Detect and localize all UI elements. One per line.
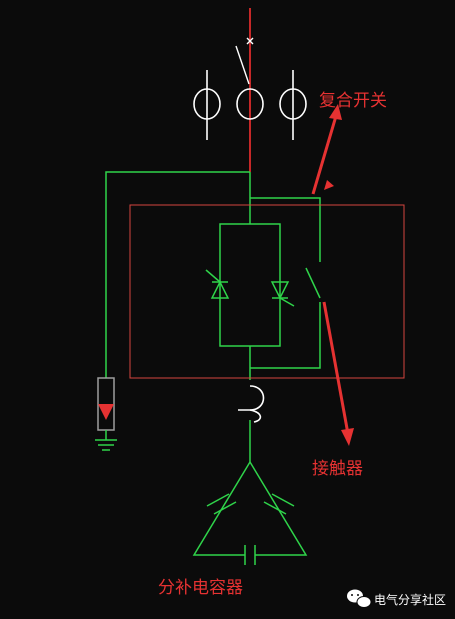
label-capacitor: 分补电容器 [158, 578, 243, 598]
composite-switch-pointer [324, 180, 334, 190]
current-transformers [193, 70, 307, 140]
label-composite-switch: 复合开关 [319, 91, 387, 111]
wechat-icon [347, 589, 372, 608]
thyristor-left [205, 269, 230, 299]
reactor [238, 385, 265, 423]
bypass-wiring [250, 197, 321, 369]
thyristor-bridge [219, 220, 281, 380]
thyristor-right [270, 281, 295, 307]
disconnect-switch [235, 37, 254, 85]
composite-switch-arrow [311, 104, 342, 195]
label-contactor: 接触器 [312, 459, 363, 479]
arrester-indicator [98, 404, 114, 420]
capacitor-bank [192, 461, 308, 565]
watermark-text: 电气分享社区 [374, 592, 446, 607]
composite-switch-box [129, 204, 405, 379]
contactor-arrow [322, 301, 354, 446]
